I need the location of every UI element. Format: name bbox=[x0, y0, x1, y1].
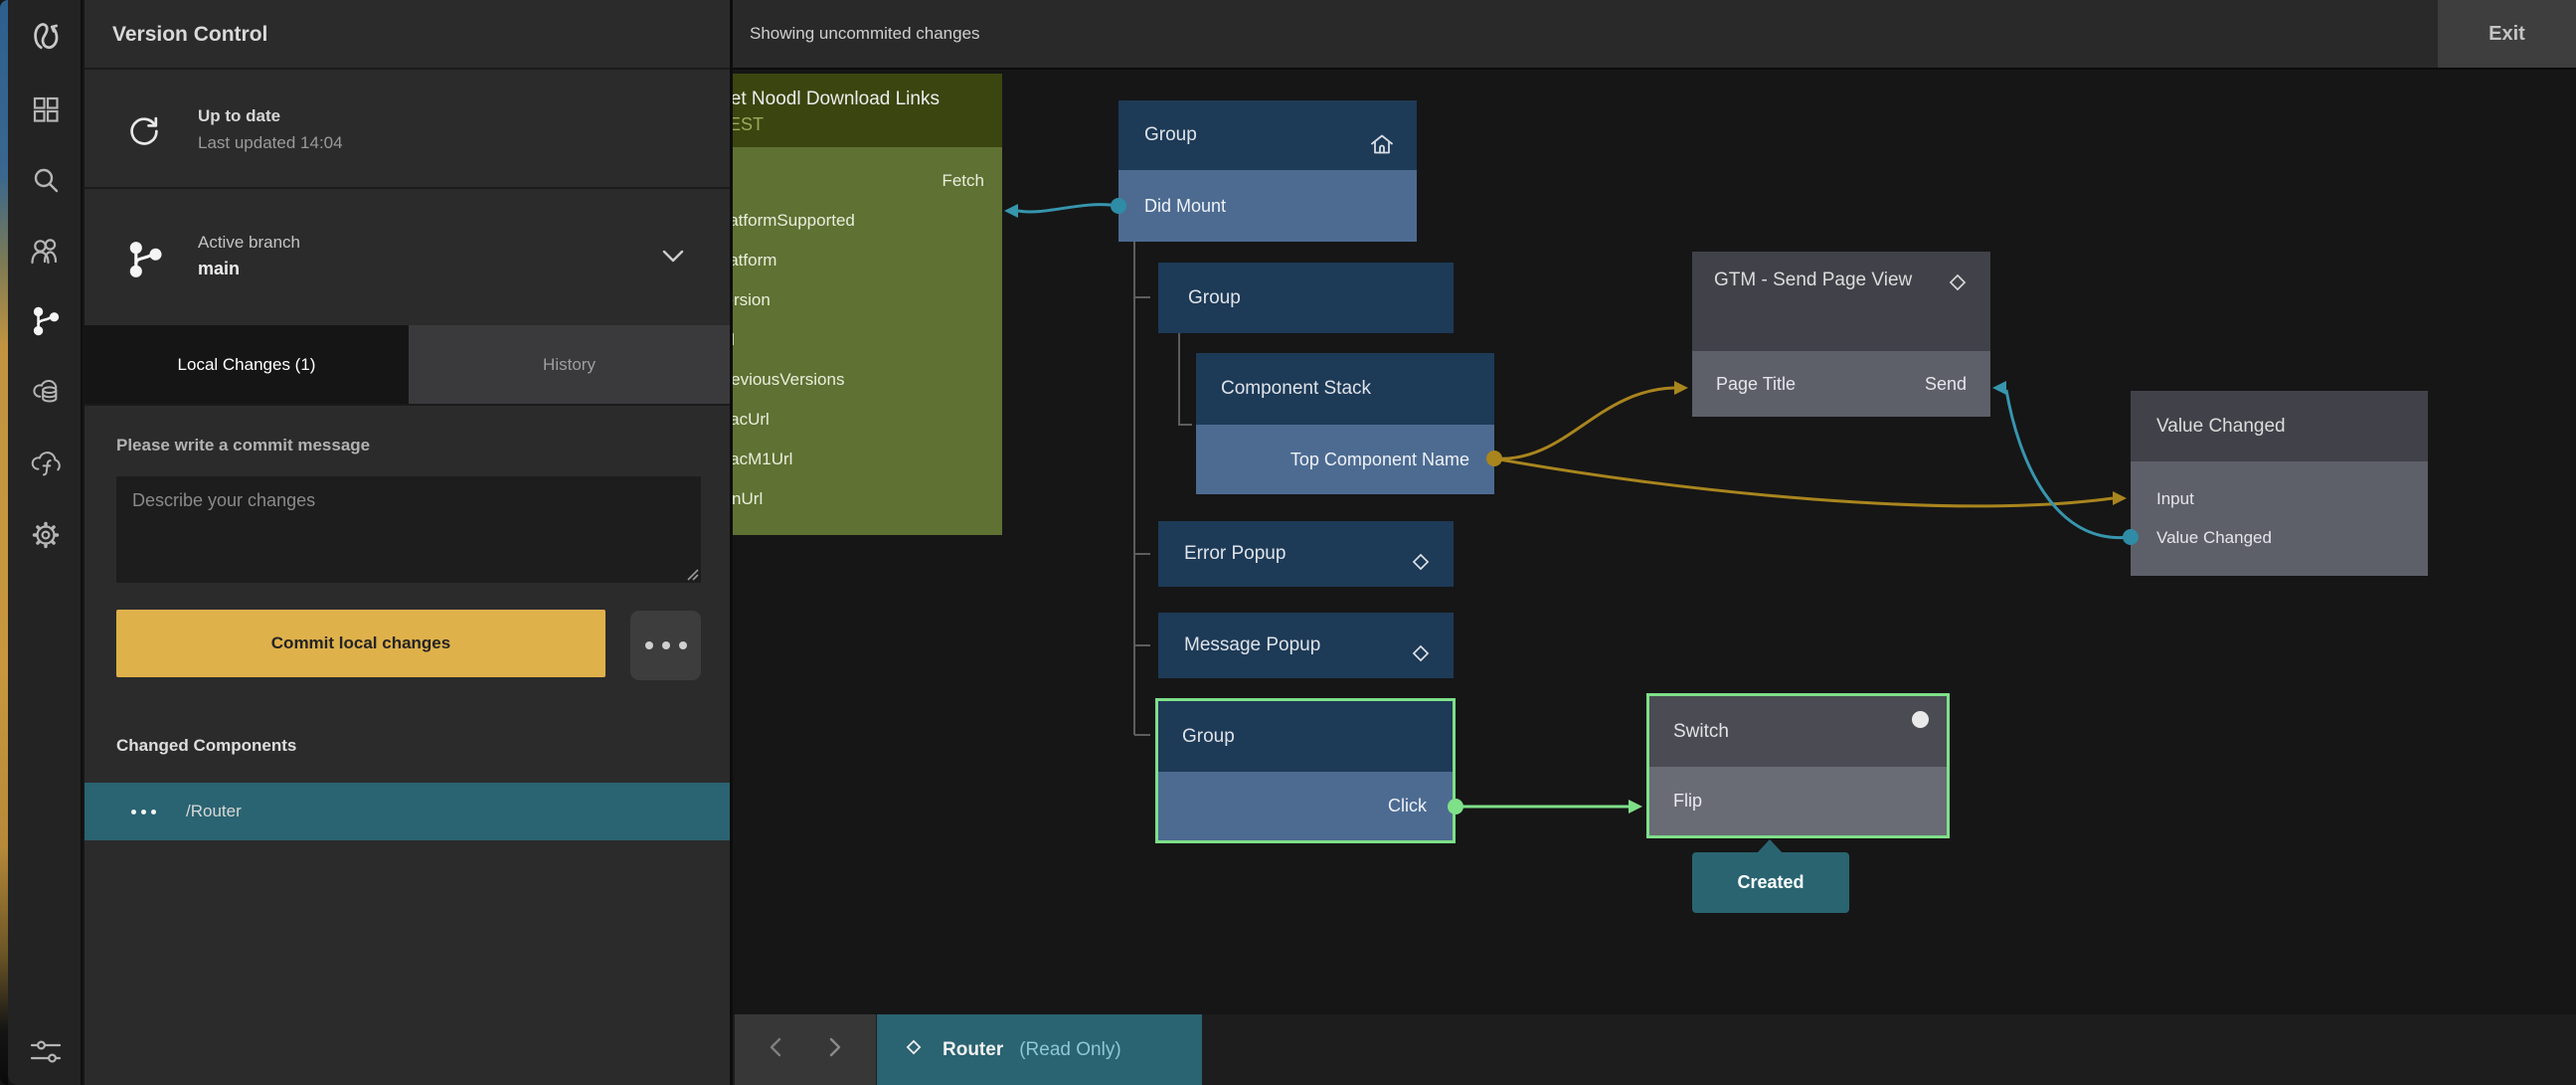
app-sidebar bbox=[8, 0, 83, 1085]
editor-settings-sliders-icon[interactable] bbox=[29, 1034, 63, 1068]
canvas-topbar: Showing uncommited changes Exit bbox=[733, 0, 2576, 70]
node-gtm-send-page-view[interactable]: GTM - Send Page View Page Title Send bbox=[1692, 252, 1990, 417]
node-error-popup[interactable]: Error Popup bbox=[1158, 521, 1454, 587]
active-branch-section[interactable]: Active branch main bbox=[85, 191, 730, 323]
node-message-popup[interactable]: Message Popup bbox=[1158, 613, 1454, 678]
port-output[interactable]: platform bbox=[716, 251, 777, 270]
panel-title: Version Control bbox=[112, 23, 268, 46]
collaboration-users-icon[interactable] bbox=[29, 234, 63, 268]
components-grid-icon[interactable] bbox=[29, 92, 63, 126]
port-output[interactable]: version bbox=[716, 290, 771, 309]
badge-label: Created bbox=[1737, 872, 1804, 892]
tab-local-changes[interactable]: Local Changes (1) bbox=[85, 325, 409, 404]
node-ports: Page Title Send bbox=[1692, 351, 1990, 417]
tab-history[interactable]: History bbox=[409, 325, 730, 404]
changed-component-label: /Router bbox=[186, 802, 242, 820]
sync-status-text: Up to date bbox=[198, 106, 281, 125]
uncommitted-changes-status: Showing uncommited changes bbox=[750, 24, 980, 43]
port-top-component-name[interactable]: Top Component Name bbox=[1196, 425, 1494, 494]
settings-gear-icon[interactable] bbox=[29, 518, 63, 552]
changed-component-item[interactable]: /Router bbox=[85, 783, 730, 840]
port-page-title[interactable]: Page Title bbox=[1716, 374, 1797, 394]
tab-router[interactable]: Router (Read Only) bbox=[877, 1014, 1202, 1085]
commit-message-input[interactable] bbox=[116, 476, 701, 583]
cloud-functions-icon[interactable] bbox=[29, 447, 63, 480]
node-title: Error Popup bbox=[1184, 543, 1287, 564]
node-switch[interactable]: Switch Flip bbox=[1646, 693, 1950, 838]
port-output[interactable]: platformSupported bbox=[716, 211, 855, 230]
panel-tabs: Local Changes (1) History bbox=[85, 325, 730, 406]
sync-status-section: Up to date Last updated 14:04 bbox=[85, 72, 730, 189]
node-title: Value Changed bbox=[2131, 391, 2428, 461]
node-group-selected[interactable]: Group Click bbox=[1155, 698, 1456, 843]
active-branch-label: Active branch bbox=[198, 233, 300, 252]
node-title: GTM - Send Page View bbox=[1714, 270, 1913, 290]
navigation-arrows bbox=[735, 1014, 876, 1085]
cloud-services-icon[interactable] bbox=[29, 376, 63, 410]
commit-local-changes-button[interactable]: Commit local changes bbox=[116, 610, 605, 677]
port-input[interactable]: Input bbox=[2156, 489, 2194, 508]
port-output[interactable]: url bbox=[696, 320, 1002, 360]
node-group-child[interactable]: Group bbox=[1158, 263, 1454, 333]
commit-message-prompt: Please write a commit message bbox=[116, 436, 371, 454]
component-diamond-icon bbox=[901, 1034, 927, 1065]
node-title: Group bbox=[1144, 124, 1197, 145]
created-event-badge: Created bbox=[1692, 839, 1849, 913]
tab-label: Router bbox=[943, 1038, 1004, 1060]
node-header: Switch bbox=[1649, 696, 1947, 767]
badge-pointer bbox=[1757, 839, 1783, 853]
window-edge-strip bbox=[0, 0, 8, 1085]
node-header: Group bbox=[1118, 100, 1417, 170]
chevron-down-icon[interactable] bbox=[660, 247, 686, 271]
changed-components-heading: Changed Components bbox=[116, 736, 297, 755]
node-title: Group bbox=[1158, 701, 1453, 772]
node-subtitle: REST bbox=[716, 114, 765, 134]
node-body: Fetch platformSupported platform version… bbox=[696, 147, 1002, 535]
component-tab-bar: Router (Read Only) bbox=[733, 1014, 2576, 1085]
node-title: Component Stack bbox=[1196, 353, 1494, 425]
noodl-logo-icon[interactable] bbox=[29, 18, 63, 52]
version-control-branch-icon[interactable] bbox=[29, 304, 63, 338]
node-value-changed[interactable]: Value Changed Input Value Changed bbox=[2131, 391, 2428, 576]
panel-header: Version Control bbox=[85, 0, 730, 70]
back-arrow-icon[interactable] bbox=[764, 1034, 789, 1065]
port-output[interactable]: macM1Url bbox=[716, 450, 793, 468]
search-icon[interactable] bbox=[29, 163, 63, 197]
forward-arrow-icon[interactable] bbox=[821, 1034, 847, 1065]
component-dots-icon bbox=[131, 809, 156, 814]
port-click[interactable]: Click bbox=[1158, 772, 1453, 840]
port-output[interactable]: winUrl bbox=[716, 489, 764, 508]
connection-status-dot-icon bbox=[1912, 711, 1929, 728]
active-branch-name: main bbox=[198, 259, 241, 278]
component-diamond-icon bbox=[1406, 539, 1436, 605]
git-branch-icon bbox=[124, 239, 166, 285]
last-updated-text: Last updated 14:04 bbox=[198, 133, 343, 152]
component-diamond-icon bbox=[1406, 631, 1436, 696]
node-title: Message Popup bbox=[1184, 634, 1321, 655]
more-options-button[interactable] bbox=[630, 611, 701, 680]
port-output[interactable]: macUrl bbox=[716, 410, 770, 429]
node-component-stack[interactable]: Component Stack Top Component Name bbox=[1196, 353, 1494, 494]
node-group-root[interactable]: Group Did Mount bbox=[1118, 100, 1417, 242]
home-icon bbox=[1367, 120, 1397, 190]
node-title: Switch bbox=[1673, 721, 1729, 742]
exit-button[interactable]: Exit bbox=[2438, 0, 2576, 68]
port-output[interactable]: previousVersions bbox=[716, 370, 845, 389]
port-fetch[interactable]: Fetch bbox=[942, 171, 984, 190]
node-body: Input Value Changed bbox=[2131, 461, 2428, 576]
port-did-mount[interactable]: Did Mount bbox=[1118, 170, 1417, 242]
refresh-icon[interactable] bbox=[126, 113, 162, 154]
port-value-changed[interactable]: Value Changed bbox=[2156, 528, 2272, 547]
version-control-panel: Version Control Up to date Last updated … bbox=[85, 0, 733, 1085]
node-rest[interactable]: Get Noodl Download Links REST Fetch plat… bbox=[696, 74, 1002, 535]
tab-readonly-label: (Read Only) bbox=[1019, 1038, 1121, 1060]
node-title: Get Noodl Download Links bbox=[716, 89, 940, 109]
node-header: GTM - Send Page View bbox=[1692, 252, 1990, 351]
port-flip[interactable]: Flip bbox=[1649, 767, 1947, 835]
component-diamond-icon bbox=[1943, 268, 1973, 305]
port-send[interactable]: Send bbox=[1924, 374, 1967, 394]
textarea-resize-handle-icon[interactable] bbox=[685, 567, 699, 586]
node-header: Get Noodl Download Links REST bbox=[696, 74, 1002, 147]
node-title: Group bbox=[1188, 287, 1241, 308]
